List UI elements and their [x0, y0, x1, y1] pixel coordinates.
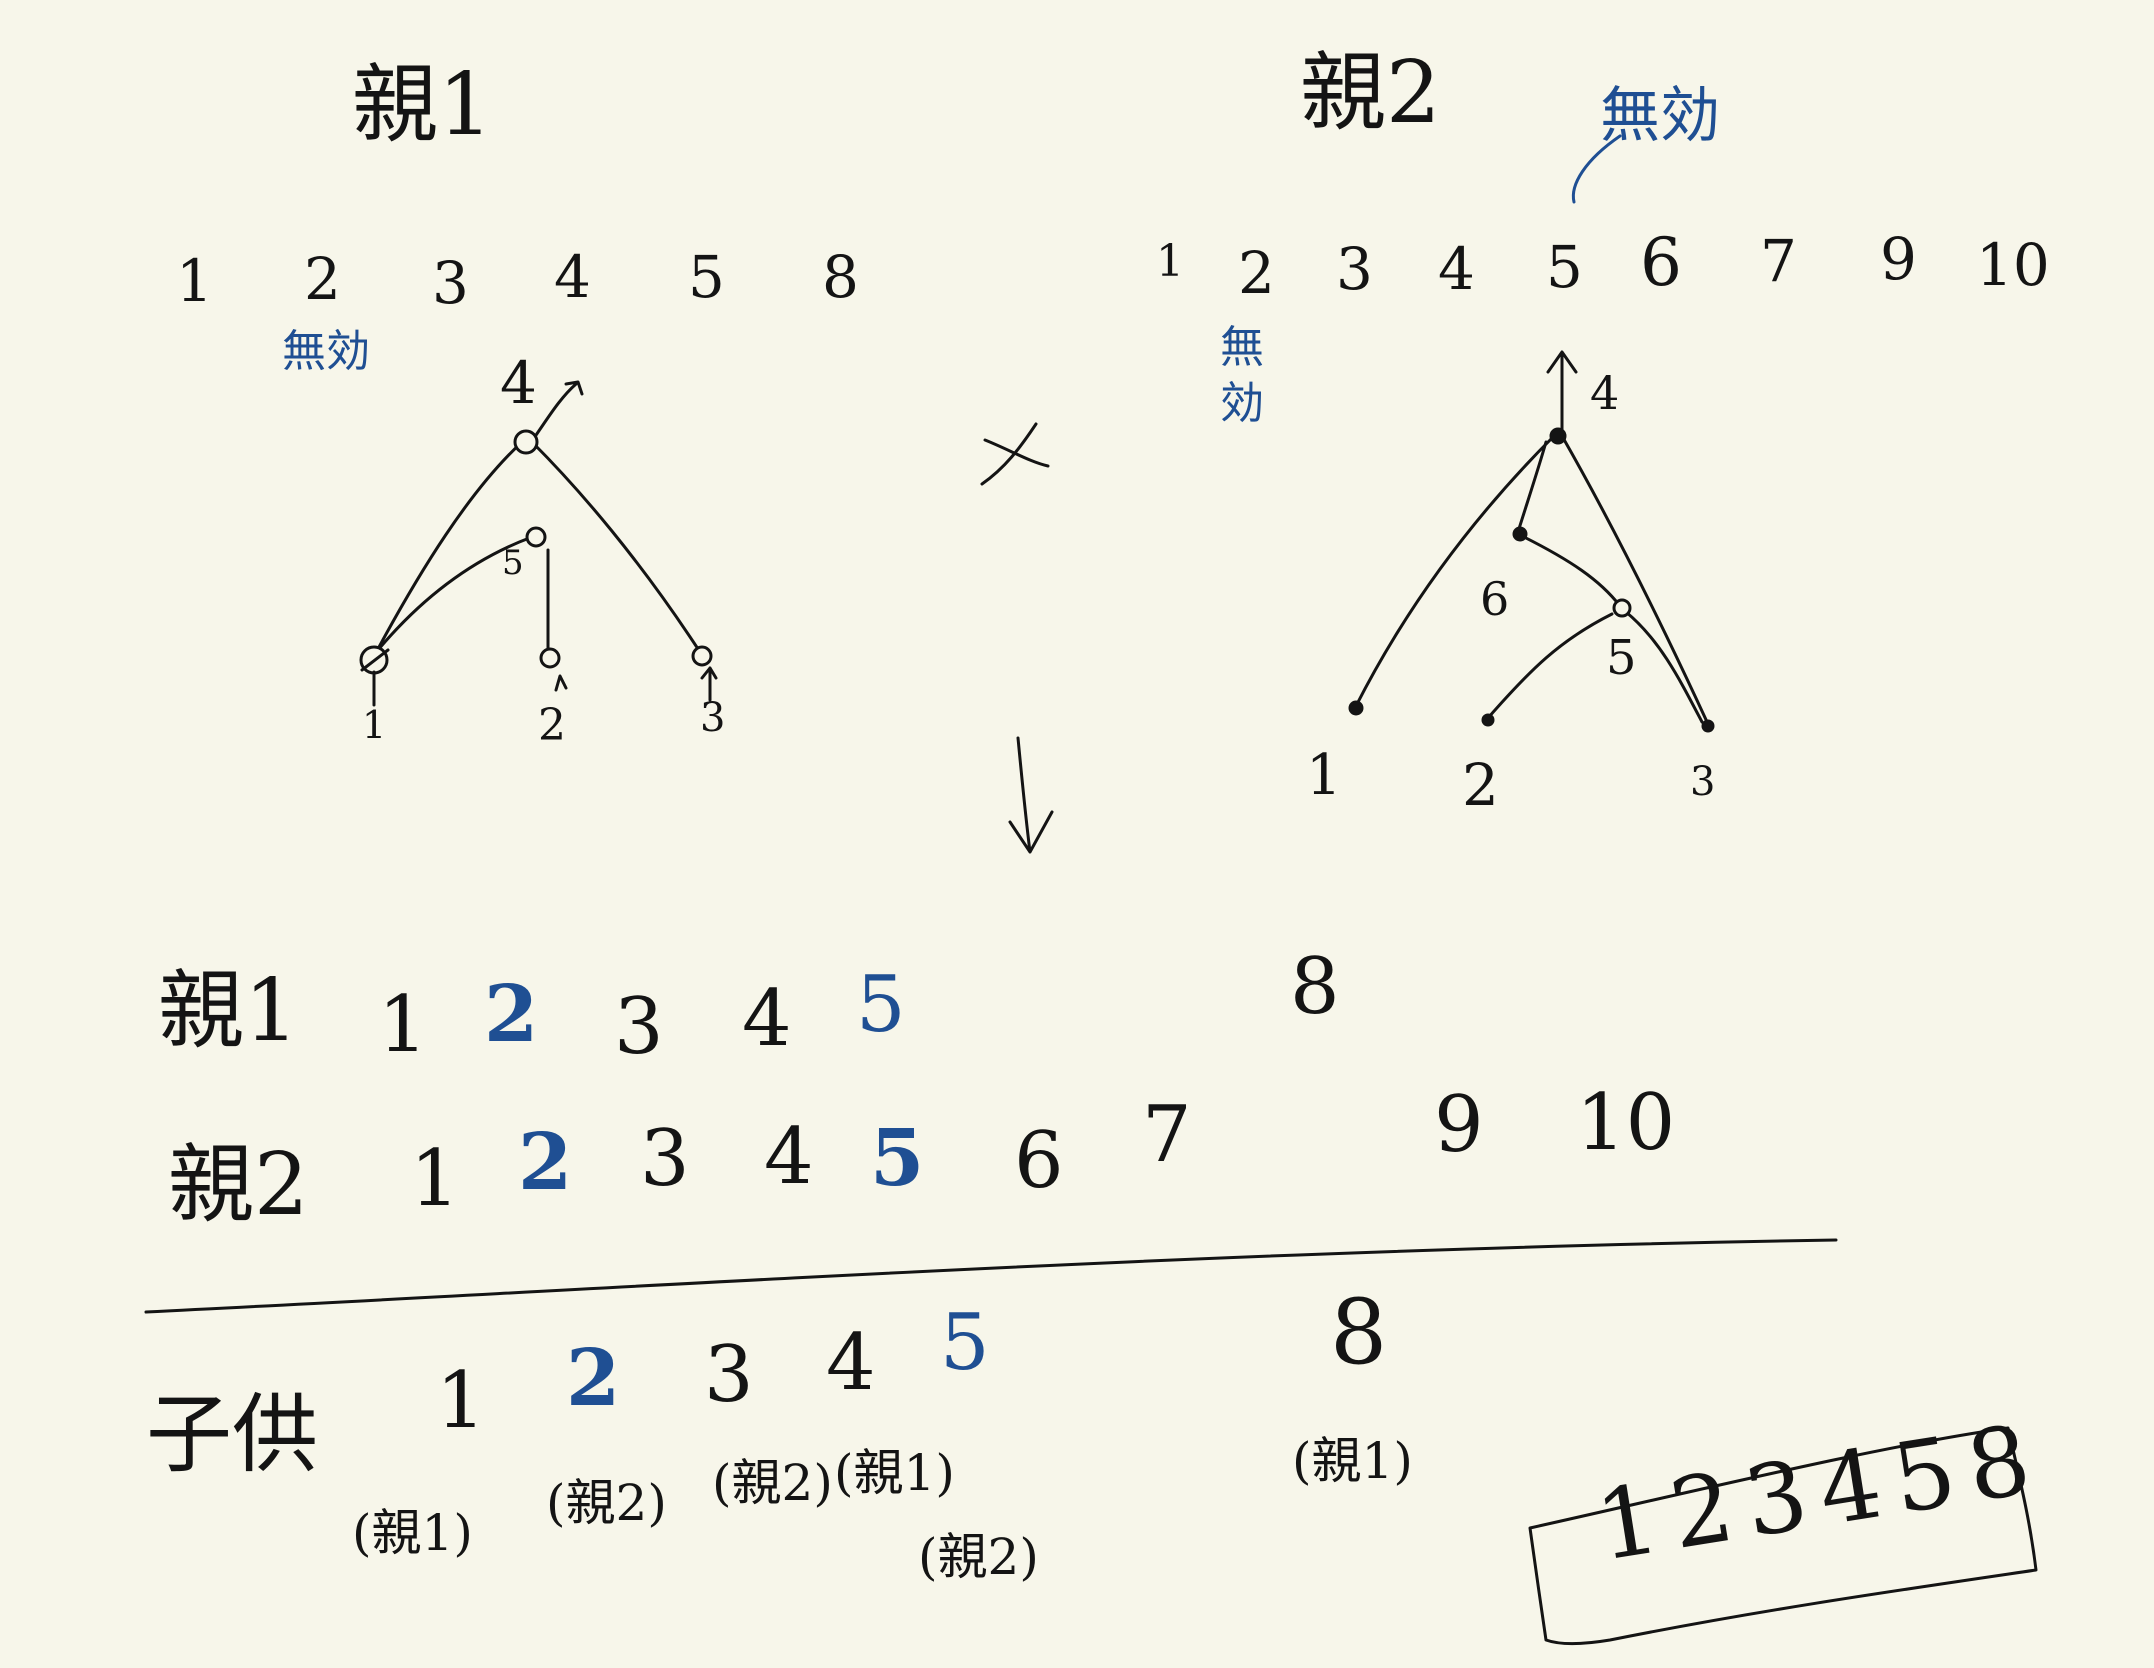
p1-edge-inner-leaf1	[376, 535, 534, 652]
p1-edge-root-leaf1	[370, 440, 524, 662]
cross-stroke-b	[980, 422, 1038, 486]
parent2-title: 親2	[1300, 43, 1441, 143]
align-row1-5: 5	[856, 960, 906, 1050]
child-value-5: 5	[940, 1298, 990, 1388]
p1-inner-node	[525, 526, 547, 548]
p1-invalid-note: 無効	[282, 326, 370, 377]
parent2-tree	[1348, 350, 1715, 733]
p2-seq-6: 6	[1640, 224, 1682, 301]
align-row1-3: 3	[614, 982, 664, 1072]
p2-leaf1-label: 1	[1306, 743, 1342, 808]
p1-leaf1-label: 1	[362, 703, 387, 747]
cross-stroke-a	[983, 438, 1050, 468]
p2-root-label: 4	[1590, 366, 1620, 420]
align-row2-4: 4	[764, 1112, 814, 1202]
p2-seq-7: 7	[1760, 227, 1797, 295]
p1-leaf1-cross	[360, 648, 390, 672]
align-row2-7: 7	[1142, 1090, 1192, 1180]
align-row2-10: 10	[1576, 1078, 1676, 1168]
align-row1-8: 8	[1290, 942, 1340, 1032]
p1-root-arrow	[532, 380, 584, 440]
align-row1-1: 1	[378, 980, 428, 1070]
child-label: 子供	[146, 1385, 318, 1485]
child-value-8: 8	[1330, 1280, 1388, 1385]
p1-seq-1: 1	[176, 247, 213, 315]
align-row2-3: 3	[640, 1114, 690, 1204]
align-row2-label: 親2	[168, 1135, 309, 1235]
child-source-8: (親1)	[1292, 1432, 1413, 1490]
p2-seq-3: 3	[1336, 235, 1373, 303]
p2-inner1-label: 6	[1480, 572, 1510, 626]
p1-inner-label: 5	[502, 543, 524, 583]
p2-edge-inner2-leaf3	[1624, 610, 1704, 724]
parent1-title: 親1	[352, 55, 493, 155]
child-value-2: 2	[566, 1333, 621, 1424]
p2-edge-inner2-leaf2	[1486, 612, 1614, 720]
p1-root-node	[513, 429, 539, 455]
p2-inner2-node	[1612, 598, 1632, 618]
child-source-3: (親2)	[712, 1454, 833, 1512]
p2-seq-5: 5	[1546, 233, 1583, 301]
p1-root-label: 4	[500, 349, 537, 417]
p1-seq-8: 8	[822, 243, 859, 311]
p2-seq-2: 2	[1238, 239, 1275, 307]
parent1-tree	[359, 380, 718, 707]
p1-leaf3-label: 3	[700, 695, 726, 741]
p2-invalid-note-top: 無効	[1600, 81, 1720, 151]
align-row2-2: 2	[518, 1117, 573, 1208]
p2-seq-1: 1	[1156, 236, 1184, 287]
p1-edge-root-leaf3	[530, 440, 702, 654]
p2-leaf3-label: 3	[1690, 759, 1716, 805]
divider-line	[144, 1238, 1838, 1314]
p2-edge-root-inner1	[1516, 440, 1548, 534]
p2-inner2-label: 5	[1606, 630, 1637, 686]
align-row2-9: 9	[1434, 1080, 1484, 1170]
align-row2-5: 5	[870, 1113, 925, 1204]
child-value-4: 4	[826, 1318, 876, 1408]
result-box-outline	[1528, 1426, 2038, 1646]
p2-invalid-note-side-a: 無	[1220, 322, 1264, 373]
p1-seq-2: 2	[304, 245, 341, 313]
p2-leaf3-node	[1701, 719, 1715, 733]
p2-edge-root-leaf1	[1354, 434, 1556, 708]
p2-leaf2-node	[1481, 713, 1495, 727]
down-arrow	[1008, 736, 1054, 854]
p1-leaf2-label: 2	[538, 700, 566, 751]
p2-invalid-pointer	[1571, 134, 1622, 204]
align-row2-1: 1	[410, 1134, 460, 1224]
p1-seq-3: 3	[432, 249, 469, 317]
child-source-1: (親1)	[352, 1504, 473, 1562]
p1-leaf2-node	[539, 647, 561, 669]
align-row2-6: 6	[1014, 1116, 1064, 1206]
align-row1-2: 2	[484, 969, 539, 1060]
p1-leaf3-node	[691, 645, 713, 667]
child-value-1: 1	[436, 1356, 486, 1446]
p2-invalid-note-side-b: 効	[1220, 378, 1264, 429]
p2-edge-root-leaf3	[1560, 434, 1710, 726]
p1-seq-4: 4	[554, 243, 591, 311]
p1-leaf3-arrow	[700, 666, 718, 702]
p2-root-arrow	[1546, 350, 1578, 432]
child-source-5: (親2)	[918, 1528, 1039, 1586]
p2-leaf1-node	[1348, 700, 1364, 716]
align-row1-label: 親1	[158, 961, 299, 1061]
p2-seq-9: 9	[1880, 225, 1917, 293]
p1-seq-5: 5	[688, 243, 725, 311]
p2-seq-4: 4	[1438, 235, 1475, 303]
p2-seq-10: 10	[1976, 231, 2050, 299]
align-row1-4: 4	[742, 974, 792, 1064]
child-source-4: (親1)	[834, 1444, 955, 1502]
p2-root-node	[1549, 427, 1567, 445]
p2-leaf2-label: 2	[1462, 751, 1499, 819]
child-source-2: (親2)	[546, 1474, 667, 1532]
p2-inner1-node	[1512, 526, 1528, 542]
p2-edge-inner1-inner2	[1520, 534, 1622, 608]
p1-leaf2-arrow	[554, 674, 568, 692]
child-value-3: 3	[704, 1330, 754, 1420]
